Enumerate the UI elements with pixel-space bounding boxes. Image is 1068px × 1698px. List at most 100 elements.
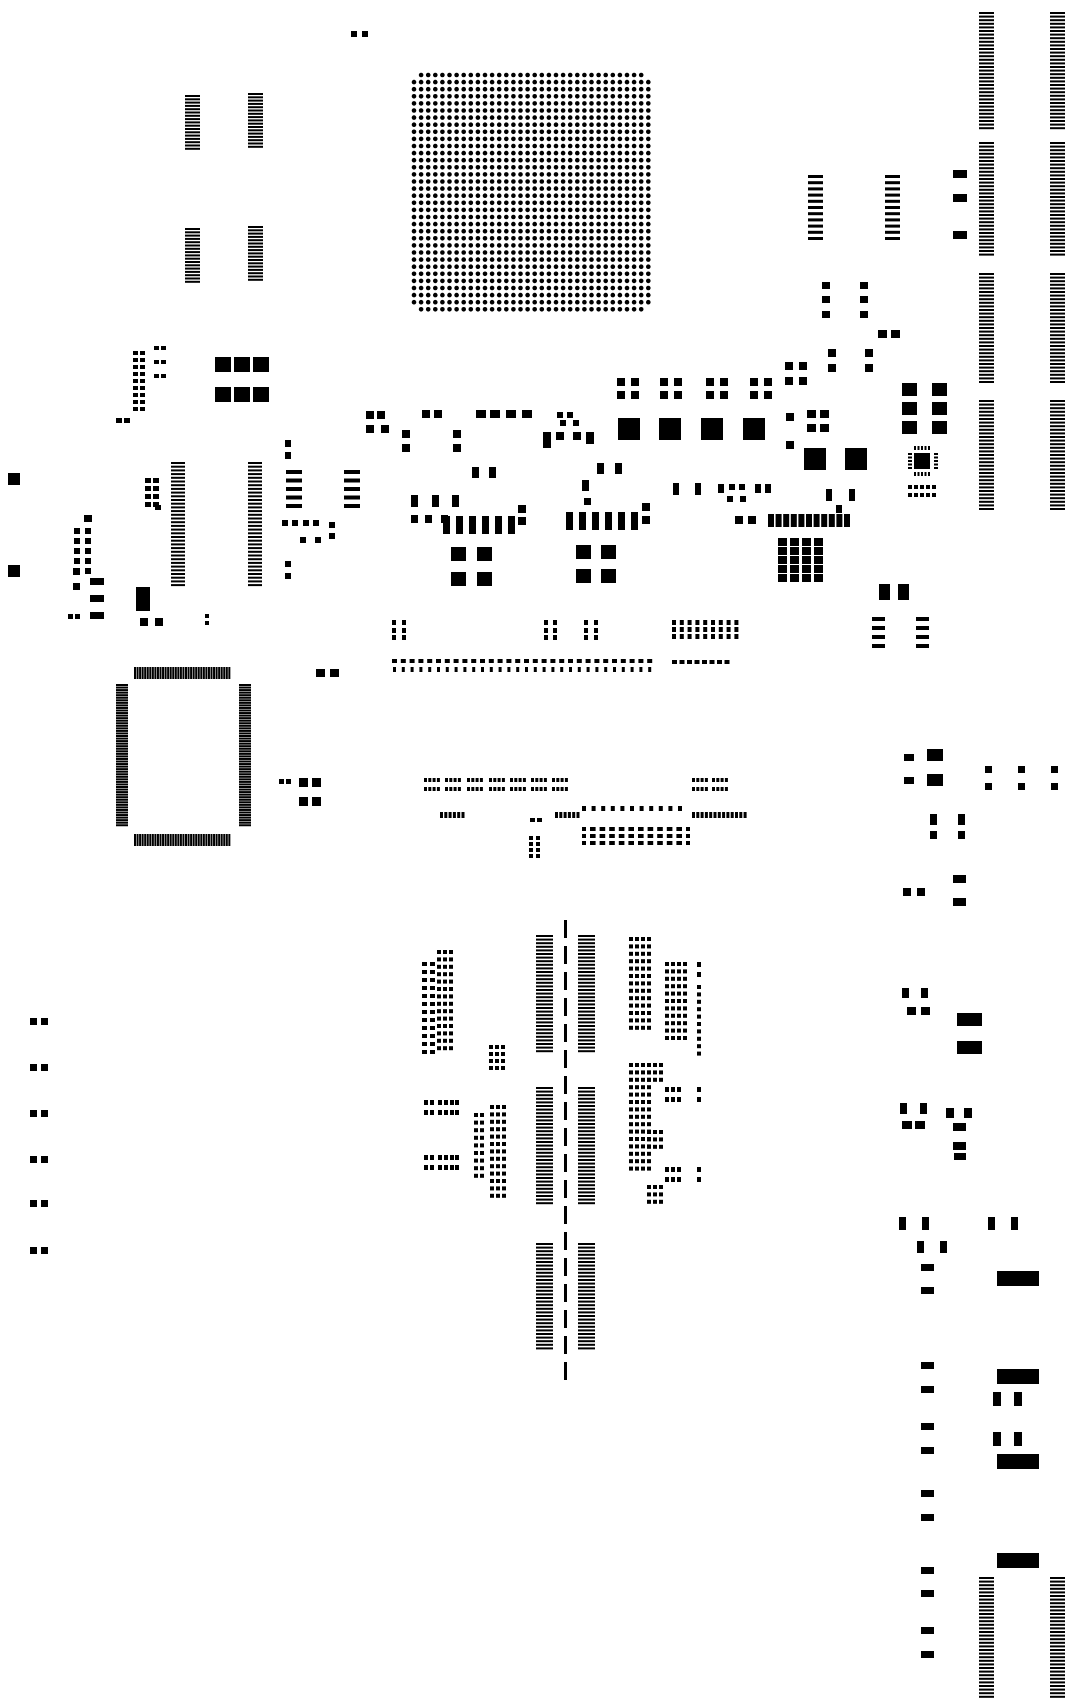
bga-ball-pad: [624, 72, 630, 78]
resistor-pad: [635, 1085, 639, 1090]
connector-pin-pad: [1050, 1667, 1065, 1669]
connector-pin-pad: [1050, 450, 1065, 453]
resistor-pad: [647, 1092, 651, 1097]
connector-pin-pad: [1050, 181, 1065, 184]
bga-ball-pad: [589, 257, 594, 262]
bga-ball-pad: [617, 200, 623, 206]
resistor-pad: [653, 1192, 657, 1197]
resistor-array-pad: [582, 834, 586, 838]
smd-pad: [73, 583, 80, 590]
bga-ball-pad: [454, 179, 459, 184]
ic-pin-pad: [248, 255, 263, 258]
connector-pin-pad: [979, 33, 994, 36]
qfp-pin-pad: [223, 834, 226, 846]
connector-pin-pad: [979, 170, 994, 173]
qfp-pin-pad: [116, 814, 128, 817]
bga-ball-pad: [475, 179, 481, 184]
resistor-pad: [629, 1070, 633, 1075]
qfp-pin-pad: [187, 667, 190, 679]
bga-ball-pad: [433, 307, 438, 312]
resistor-pad: [422, 1034, 427, 1038]
connector-pin-pad: [1050, 479, 1065, 482]
bga-ball-pad: [553, 115, 559, 120]
connector-pin-pad: [578, 1025, 595, 1027]
ic-pin-pad: [579, 512, 586, 530]
bga-ball-pad: [418, 165, 424, 170]
resistor-pad: [653, 1070, 657, 1075]
bga-ball-pad: [511, 129, 516, 135]
bga-ball-pad: [575, 143, 580, 149]
bga-ball-pad: [518, 207, 523, 213]
bga-ball-pad: [617, 307, 623, 312]
connector-pin-pad: [578, 1271, 595, 1274]
ic-pin-pad: [185, 231, 200, 234]
resistor-array-pad: [618, 834, 623, 838]
resistor-pad: [490, 1171, 494, 1176]
bga-ball-pad: [646, 172, 651, 177]
connector-pin-pad: [171, 558, 185, 561]
bga-ball-pad: [418, 94, 424, 99]
smd-pad: [472, 667, 476, 672]
connector-pin-pad: [979, 160, 994, 162]
resistor-pad: [496, 1119, 500, 1124]
bga-ball-pad: [518, 228, 523, 234]
resistor-pad: [443, 1009, 447, 1014]
resistor-pad: [489, 1052, 493, 1056]
bga-ball-pad: [546, 307, 552, 312]
connector-pin-pad: [536, 1187, 553, 1190]
resistor-pad: [647, 1137, 651, 1142]
bga-ball-pad: [560, 122, 566, 127]
bga-ball-pad: [518, 129, 523, 135]
bga-ball-pad: [589, 115, 594, 120]
bga-ball-pad: [489, 307, 495, 312]
resistor-array-pad: [724, 787, 728, 791]
qfp-pin-pad: [215, 667, 218, 679]
bga-ball-pad: [475, 108, 481, 113]
bga-ball-pad: [482, 86, 488, 92]
resistor-pad: [422, 1010, 427, 1014]
bga-ball-pad: [447, 108, 452, 113]
connector-pin-pad: [1050, 457, 1065, 460]
bga-ball-pad: [546, 101, 552, 106]
resistor-pad: [677, 1177, 681, 1182]
connector-pin-pad: [979, 305, 994, 308]
resistor-pad: [480, 1113, 484, 1117]
bga-ball-pad: [475, 299, 481, 305]
bga-ball-pad: [454, 186, 459, 191]
resistor-array-pad: [718, 634, 723, 639]
bga-pad: [790, 565, 799, 573]
bga-ball-pad: [511, 186, 516, 191]
connector-pin-pad: [578, 1115, 595, 1118]
bga-ball-pad: [454, 94, 459, 99]
resistor-array-pad: [552, 778, 555, 782]
connector-pin-pad: [979, 345, 994, 347]
connector-pin-pad: [979, 69, 994, 72]
resistor-array-pad: [501, 787, 505, 791]
smd-pad: [411, 515, 418, 523]
resistor-pad: [677, 1036, 681, 1040]
connector-pin-pad: [1050, 1681, 1065, 1684]
qfp-pin-pad: [192, 667, 195, 679]
capacitor-pad: [85, 548, 91, 554]
connector-pin-pad: [979, 410, 994, 413]
bga-ball-pad: [539, 129, 545, 135]
resistor-pad: [629, 1114, 633, 1119]
connector-pin-pad: [248, 491, 262, 494]
bga-ball-pad: [518, 200, 523, 206]
ic-pin-pad: [768, 514, 774, 527]
bga-ball-pad: [525, 221, 530, 227]
bga-ball-pad: [425, 108, 431, 113]
connector-pin-pad: [248, 528, 262, 531]
connector-pin-pad: [979, 1591, 994, 1594]
qfp-pin-pad: [202, 834, 205, 846]
bga-ball-pad: [546, 200, 552, 206]
smd-pad: [392, 620, 396, 625]
capacitor-pad: [74, 538, 80, 544]
resistor-array-pad: [734, 634, 739, 639]
resistor-pad: [502, 1164, 506, 1169]
smd-pad: [584, 635, 588, 640]
qfp-pin-pad: [239, 727, 251, 730]
bga-ball-pad: [440, 200, 445, 206]
connector-pin-pad: [979, 203, 994, 206]
resistor-pad: [641, 1144, 645, 1149]
